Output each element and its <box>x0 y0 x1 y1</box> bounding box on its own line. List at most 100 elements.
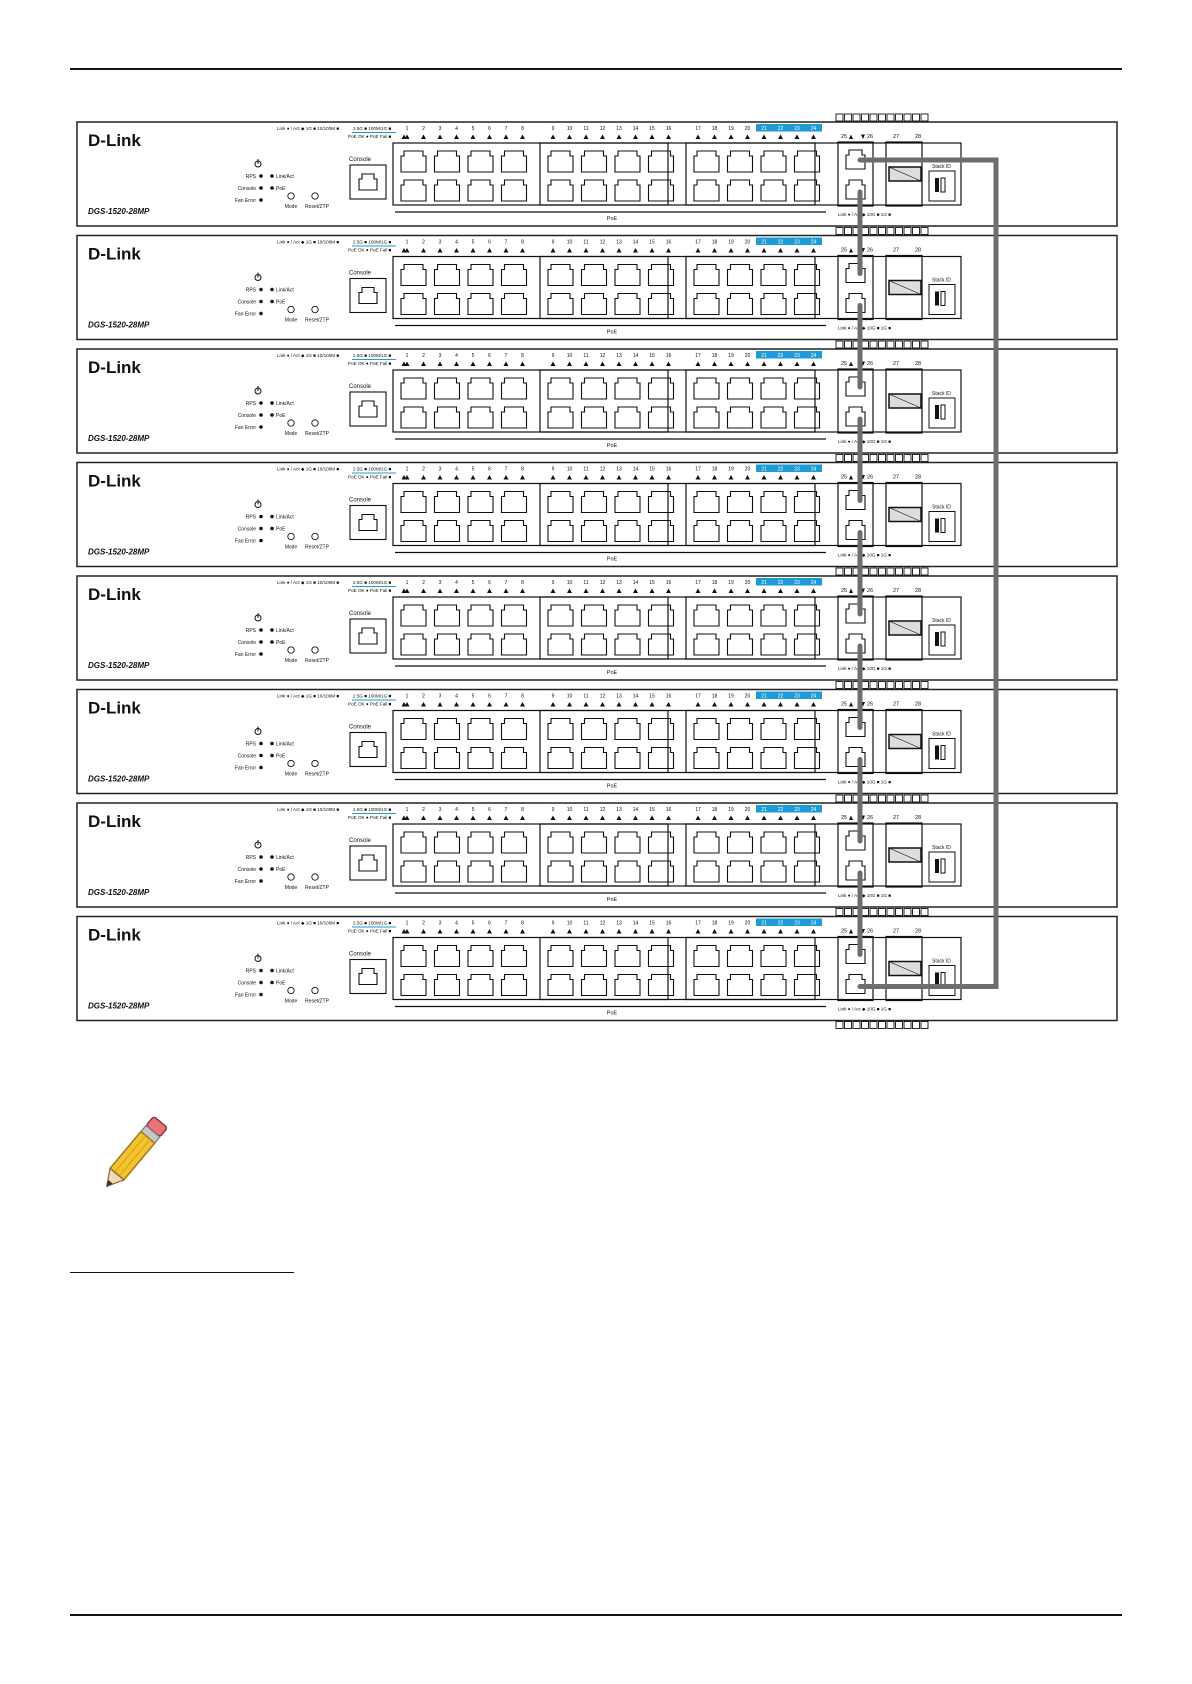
uplink-led-box <box>878 227 886 235</box>
rj45-port <box>760 944 787 968</box>
port-led <box>454 134 459 139</box>
rj45-port <box>467 717 494 741</box>
rj45-port <box>467 604 494 627</box>
uplink-led-box <box>861 113 869 122</box>
port-led <box>794 815 800 820</box>
uplink-number: 25 <box>841 134 847 140</box>
rj45-port <box>760 831 787 854</box>
mode-label: Mode <box>285 772 298 778</box>
port-number: 2 <box>422 580 425 586</box>
port-number: 10 <box>567 580 573 586</box>
port-number: 15 <box>649 921 655 927</box>
poe-legend: PoE OK ● PoE Fail ■ <box>348 361 392 366</box>
port-led <box>728 134 734 139</box>
header-rule <box>70 68 1122 70</box>
status-led-label: RPS <box>246 969 257 975</box>
port-number: 19 <box>728 580 734 586</box>
console-label: Console <box>349 384 372 390</box>
port-led <box>567 815 572 820</box>
rj45-port <box>647 377 675 400</box>
uplink-led-box <box>878 794 886 803</box>
port-led <box>421 248 426 253</box>
brand-logo: D-Link <box>88 245 141 264</box>
uplink-number: 27 <box>893 475 899 481</box>
port-number: 17 <box>695 580 701 586</box>
port-number: 13 <box>616 694 622 700</box>
rj45-port <box>433 292 461 316</box>
uplink-led-box <box>920 567 929 576</box>
rj45-port <box>793 860 821 883</box>
port-number: 1 <box>406 467 409 473</box>
port-block <box>685 142 962 206</box>
rj45-port <box>433 717 461 741</box>
port-led <box>666 361 671 366</box>
led-legend: Link ● / Act ◆ 1G ■ 10/100M ■ <box>277 353 339 358</box>
rj45-port <box>467 831 494 854</box>
status-led-label: PoE <box>276 867 286 873</box>
status-led-label: Console <box>238 754 257 760</box>
rj45-port <box>614 292 641 316</box>
rj45-port <box>760 604 787 627</box>
port-led <box>761 588 767 593</box>
rj45-port <box>614 179 641 202</box>
port-number: 21 <box>761 807 767 813</box>
port-number: 8 <box>521 126 524 132</box>
port-block <box>539 142 816 206</box>
uplink-led-box <box>835 794 844 803</box>
port-led <box>745 475 750 480</box>
uplink-led-box <box>895 794 903 803</box>
port-number: 1 <box>406 240 409 246</box>
port-led <box>616 248 622 253</box>
status-led <box>270 526 274 531</box>
status-led <box>270 287 274 292</box>
port-led <box>567 134 572 139</box>
rj45-port <box>693 519 720 543</box>
rj45-port <box>580 406 608 429</box>
port-led <box>470 248 476 253</box>
port-block <box>392 709 669 774</box>
port-number: 5 <box>472 921 475 927</box>
rj45-port <box>726 292 754 316</box>
port-number: 22 <box>778 467 784 473</box>
reset-button <box>311 873 319 881</box>
rj45-port <box>500 944 528 968</box>
port-block <box>685 936 962 1001</box>
uplink-number: 28 <box>915 475 921 481</box>
port-led <box>778 929 783 934</box>
uplink-number: 25 <box>841 588 847 594</box>
port-led <box>649 248 655 253</box>
port-number: 5 <box>472 807 475 813</box>
uplink-led-box <box>878 567 886 576</box>
port-led <box>401 702 407 707</box>
port-highlight <box>772 464 789 472</box>
uplink-led-box <box>844 1021 852 1029</box>
port-number: 20 <box>745 580 751 586</box>
port-number: 14 <box>633 467 639 473</box>
rj45-port <box>693 604 720 627</box>
rj45-port <box>647 604 675 627</box>
port-led <box>421 134 426 139</box>
port-led <box>583 475 589 480</box>
port-number: 15 <box>649 807 655 813</box>
uplink-led-box <box>895 1021 903 1029</box>
stack-id-label: Stack ID <box>932 164 951 170</box>
port-number: 22 <box>778 921 784 927</box>
uplink-led-box <box>869 1021 878 1029</box>
stack-id-display <box>928 397 956 429</box>
port-led <box>616 815 622 820</box>
rj45-port <box>580 860 608 883</box>
port-led <box>600 475 605 480</box>
uplink-led-box <box>903 454 912 462</box>
port-number: 13 <box>616 580 622 586</box>
status-led <box>259 526 263 531</box>
port-number: 9 <box>552 467 555 473</box>
model-label: DGS-1520-28MP <box>88 434 150 443</box>
port-led <box>421 475 426 480</box>
port-number: 13 <box>616 353 622 359</box>
rj45-port <box>500 860 528 883</box>
sfp-legend: Link ● / Act ◆ 10G ■ 1G ■ <box>838 212 891 217</box>
port-block <box>539 709 816 774</box>
uplink-led-box <box>886 227 895 235</box>
port-number: 24 <box>811 353 817 359</box>
